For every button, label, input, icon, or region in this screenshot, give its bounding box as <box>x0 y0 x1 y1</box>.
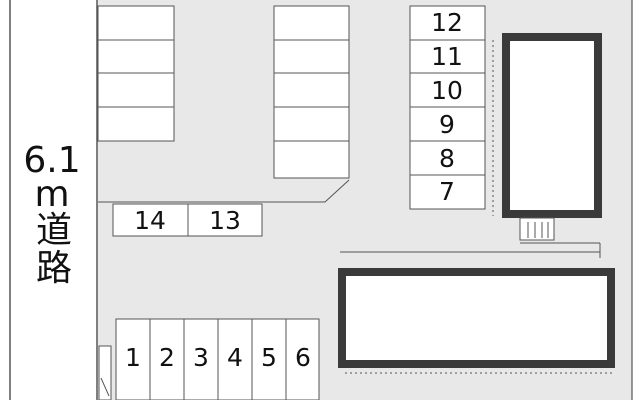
space-block-top-left <box>97 5 175 142</box>
road-char-2: 路 <box>36 248 72 289</box>
entrance-marker <box>98 345 112 400</box>
space-1: 1 <box>125 343 141 372</box>
stairs <box>519 217 555 241</box>
lot-inner-edge <box>98 179 350 203</box>
space-4: 4 <box>227 343 243 372</box>
space-11: 11 <box>431 42 463 71</box>
space-6: 6 <box>295 343 311 372</box>
space-block-1-6 <box>115 318 320 400</box>
space-2: 2 <box>159 343 175 372</box>
space-5: 5 <box>261 343 277 372</box>
space-9: 9 <box>439 110 455 139</box>
space-8: 8 <box>439 144 455 173</box>
space-block-top-middle <box>98 5 350 203</box>
space-3: 3 <box>193 343 209 372</box>
space-7: 7 <box>439 177 455 206</box>
space-block-7-12 <box>409 5 486 210</box>
building-right <box>492 33 602 258</box>
space-13: 13 <box>209 206 241 235</box>
space-block-13-14 <box>112 203 263 237</box>
space-14: 14 <box>134 206 166 235</box>
space-10: 10 <box>431 76 463 105</box>
road-char-1: 道 <box>36 210 72 251</box>
space-12: 12 <box>431 8 463 37</box>
road-width-label: 6.1 <box>23 140 80 181</box>
building-bottom <box>338 251 615 374</box>
road-unit-label: m <box>34 174 69 215</box>
